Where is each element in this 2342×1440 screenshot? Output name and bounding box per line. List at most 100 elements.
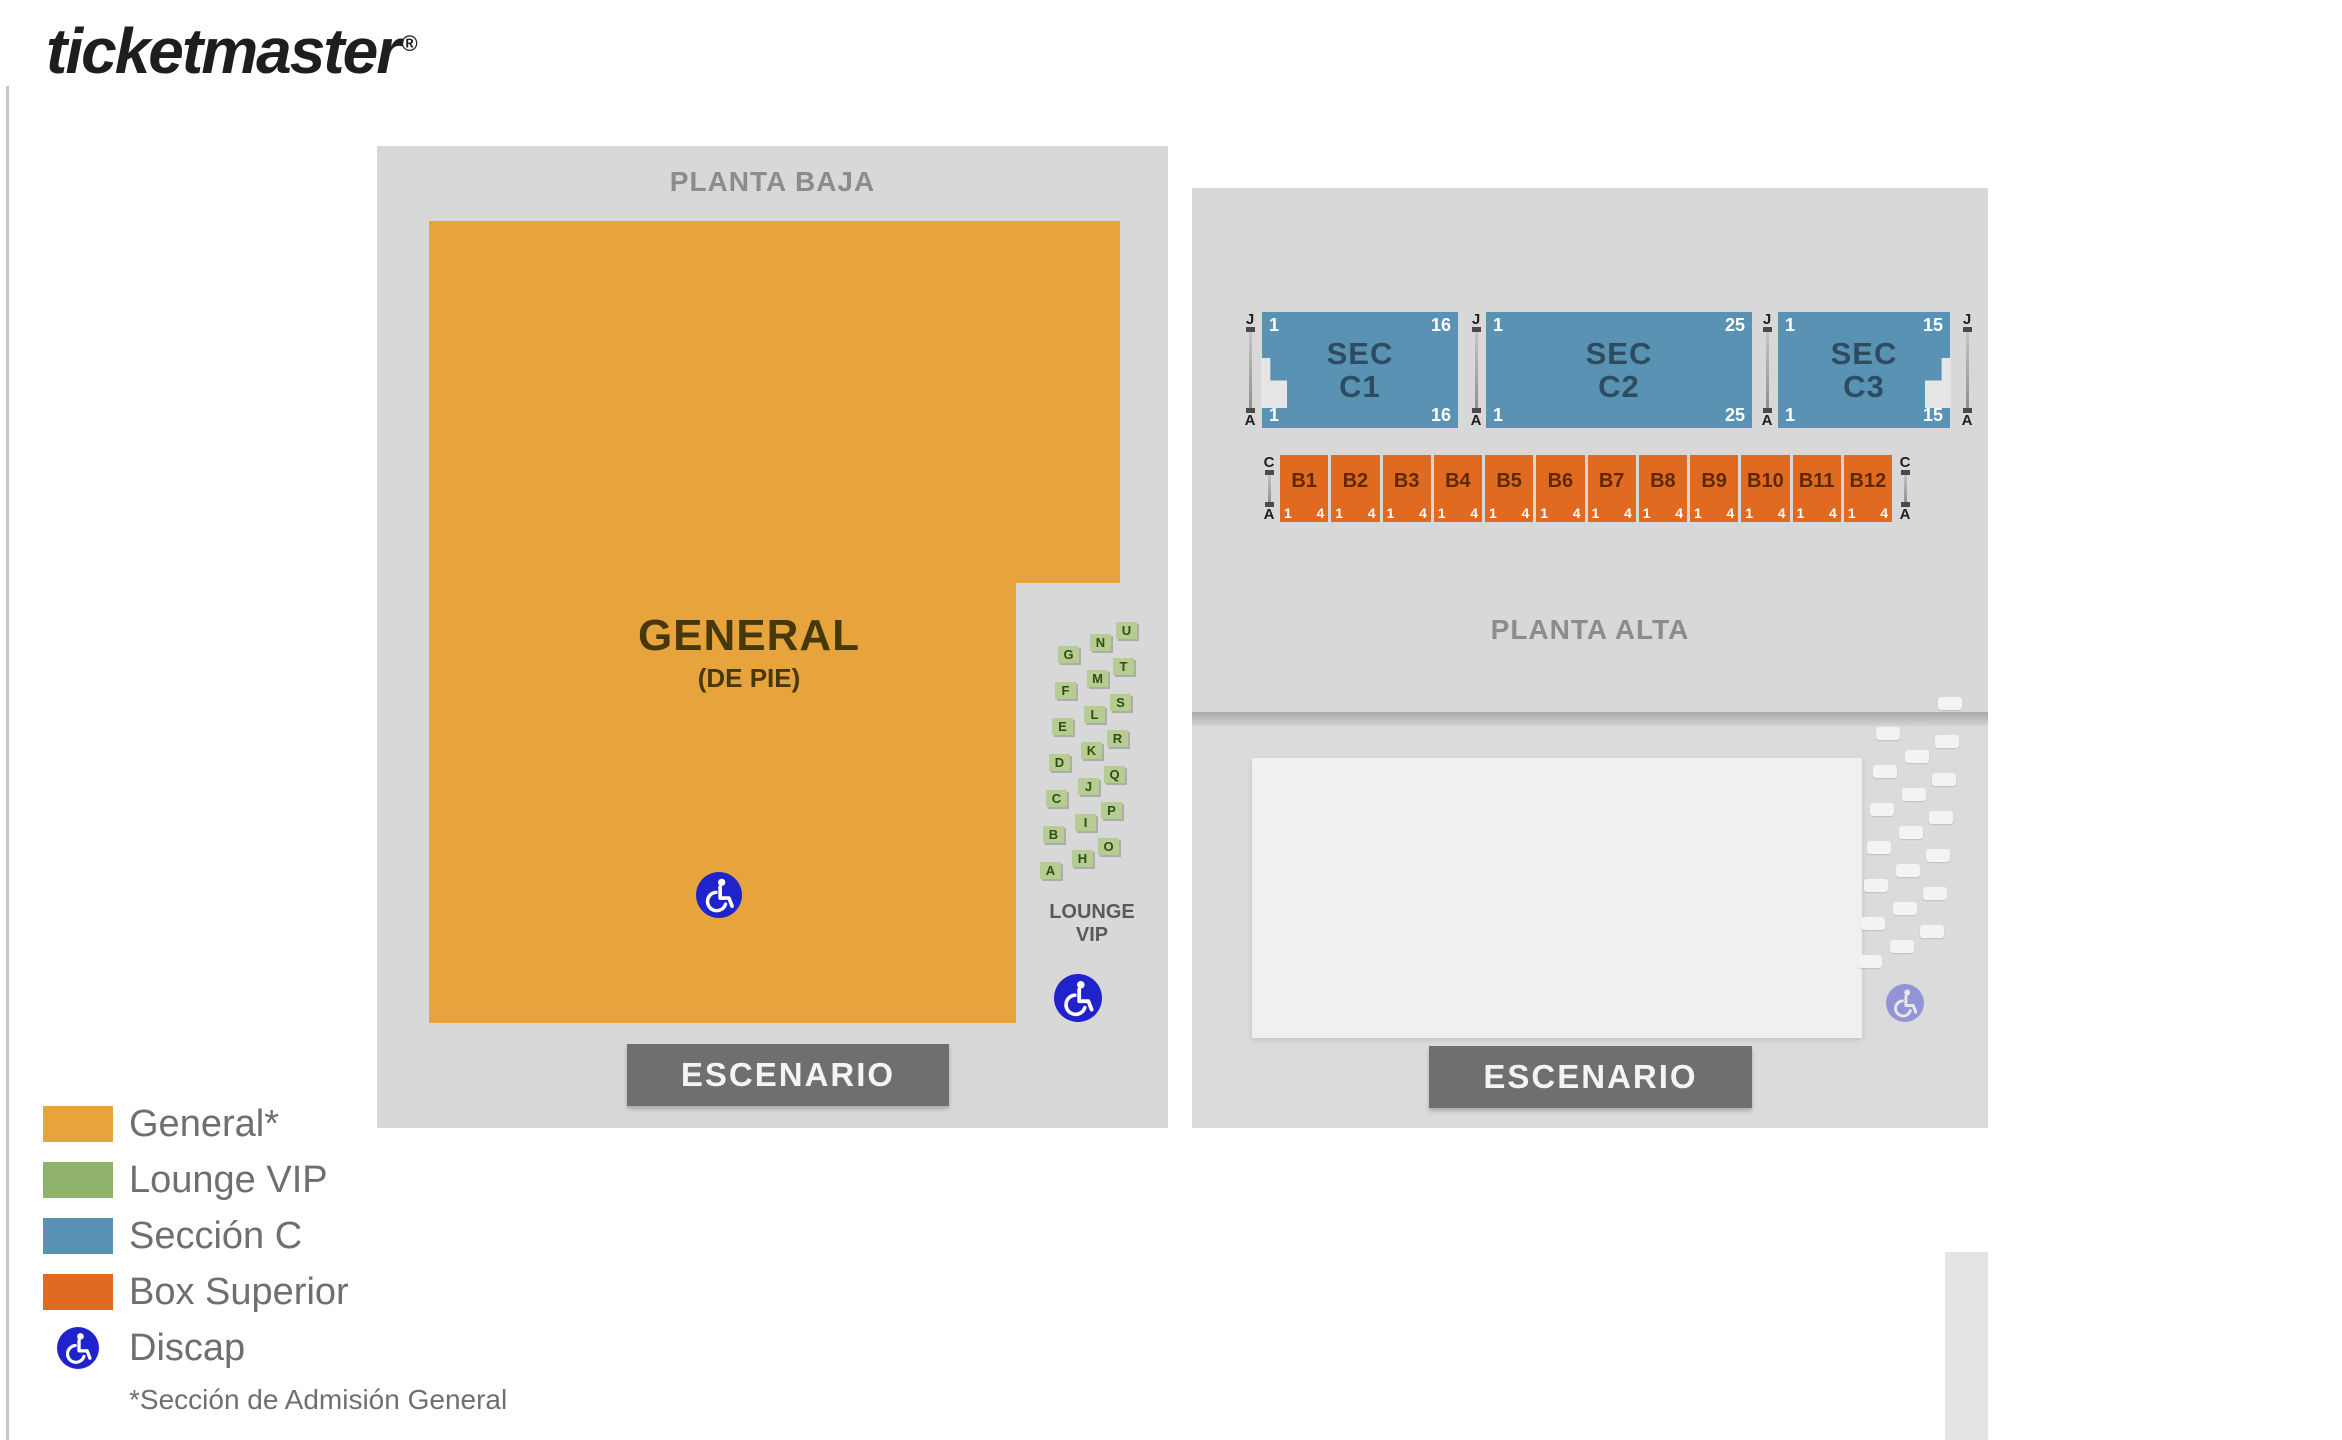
planta-alta-title: PLANTA ALTA [1490, 614, 1690, 645]
box-label: B10 [1747, 470, 1784, 492]
legend-swatch [43, 1106, 113, 1142]
lounge-seat-I[interactable]: I [1075, 814, 1096, 831]
ghost-seat [1896, 864, 1920, 877]
general-admission-area[interactable] [429, 221, 1120, 1023]
lounge-label-line2: VIP [1075, 924, 1109, 946]
row-letter-top: J [1762, 311, 1772, 328]
lounge-seat-E[interactable]: E [1052, 718, 1073, 735]
lounge-seat-K[interactable]: K [1081, 742, 1102, 759]
row-letter-bottom: A [1263, 506, 1275, 523]
ghost-seat [1905, 750, 1929, 763]
lounge-seat-J[interactable]: J [1078, 778, 1099, 795]
registered-mark: ® [401, 30, 418, 56]
box-label: B2 [1342, 470, 1369, 492]
stage-planta-baja: ESCENARIO [627, 1044, 949, 1106]
row-letter-bottom: A [1899, 506, 1911, 523]
lounge-seat-O[interactable]: O [1098, 838, 1119, 855]
lounge-seat-H[interactable]: H [1072, 850, 1093, 867]
legend-footnote: *Sección de Admisión General [129, 1384, 508, 1415]
seat-number-top-left: 1 [1785, 315, 1796, 335]
box-label: B12 [1849, 470, 1887, 492]
lounge-seat-R[interactable]: R [1107, 730, 1128, 747]
seat-number-top-left: 1 [1269, 315, 1280, 335]
lounge-seat-S[interactable]: S [1110, 694, 1131, 711]
row-letter-bottom: A [1961, 412, 1973, 429]
seat-number-top-right: 16 [1430, 315, 1451, 335]
lower-right-strip [1945, 1252, 1988, 1440]
box-label: B4 [1445, 470, 1471, 492]
lounge-seat-A[interactable]: A [1040, 862, 1061, 879]
ghost-seat [1902, 788, 1926, 801]
row-letter-top: J [1471, 311, 1481, 328]
ghost-seat [1870, 803, 1894, 816]
ghost-seat [1893, 902, 1917, 915]
row-marker-line [1962, 327, 1972, 413]
page-left-border [6, 86, 9, 1440]
legend-label: General* [129, 1102, 279, 1145]
lounge-seat-F[interactable]: F [1055, 682, 1076, 699]
ticketmaster-logo: ticketmaster® [46, 14, 417, 88]
section-notch [1261, 358, 1287, 408]
accessible-legend-icon [43, 1327, 113, 1369]
lounge-seat-M[interactable]: M [1087, 670, 1108, 687]
accessible-icon-general[interactable] [696, 872, 742, 918]
ghost-seat [1864, 879, 1888, 892]
lounge-seat-D[interactable]: D [1049, 754, 1070, 771]
lounge-seat-C[interactable]: C [1046, 790, 1067, 807]
box-label: B6 [1547, 470, 1574, 492]
legend-label-discap: Discap [129, 1326, 246, 1369]
accessible-icon-lounge[interactable] [1054, 974, 1102, 1022]
lounge-seat-Q[interactable]: Q [1104, 766, 1125, 783]
row-letter-top: J [1962, 311, 1972, 328]
ghost-seat [1890, 940, 1914, 953]
row-letter-bottom: A [1470, 412, 1482, 429]
lounge-seat-P[interactable]: P [1101, 802, 1122, 819]
lounge-seat-G[interactable]: G [1058, 646, 1079, 663]
legend-item-0: General* [43, 1102, 803, 1145]
lounge-seat-T[interactable]: T [1113, 658, 1134, 675]
stage-planta-alta: ESCENARIO [1429, 1046, 1752, 1108]
ghost-seat [1938, 697, 1962, 710]
lounge-seat-B[interactable]: B [1043, 826, 1064, 843]
ghost-seat [1861, 917, 1885, 930]
planta-baja-panel: PLANTA BAJA GENERAL (DE PIE) LOUNGE VIP … [377, 146, 1168, 1128]
logo-text: ticketmaster [46, 15, 401, 87]
lounge-seat-L[interactable]: L [1084, 706, 1105, 723]
lounge-label-line1: LOUNGE [1049, 901, 1135, 923]
ghost-seat [1935, 735, 1959, 748]
row-marker-line [1900, 470, 1910, 507]
ghost-seat [1858, 955, 1882, 968]
lounge-seat-N[interactable]: N [1090, 634, 1111, 651]
row-marker-line [1762, 327, 1772, 413]
ghost-seat [1923, 887, 1947, 900]
seat-number-bottom-left: 1 [1785, 405, 1796, 425]
lounge-seat-U[interactable]: U [1116, 622, 1137, 639]
